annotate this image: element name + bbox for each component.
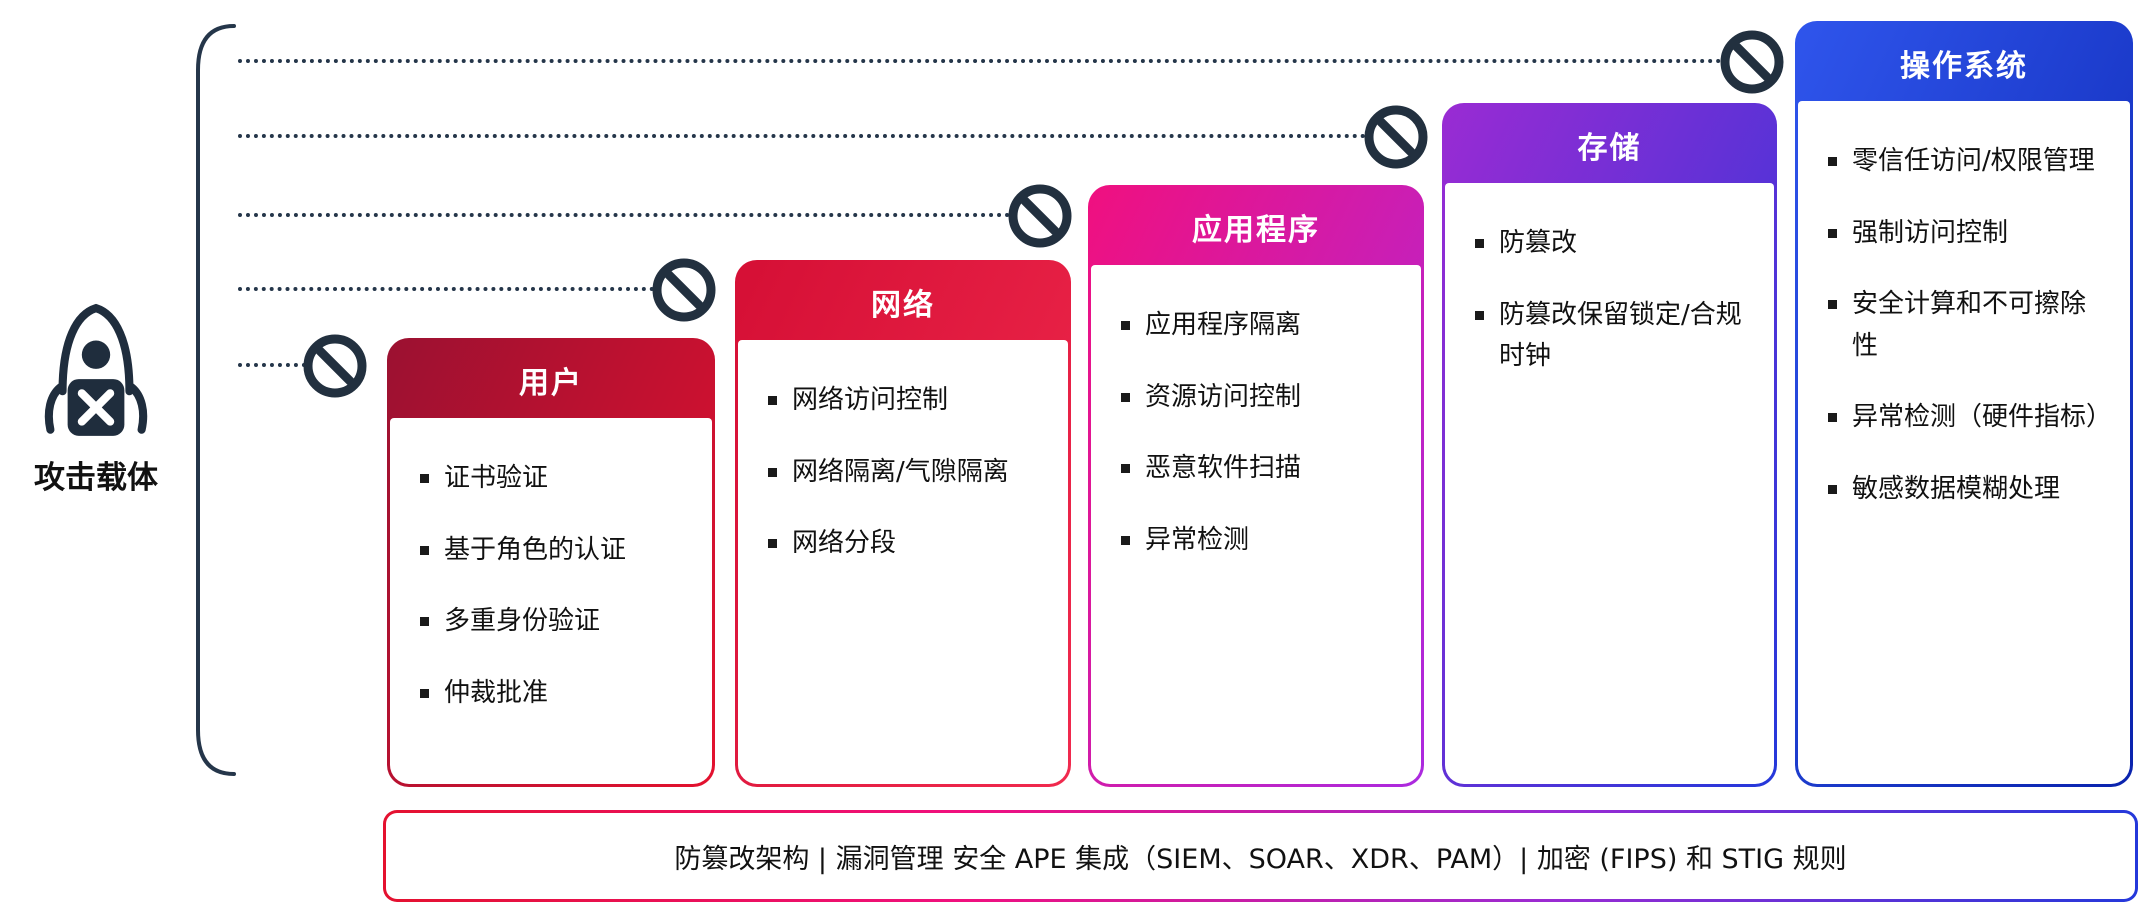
card-os-body: 零信任访问/权限管理 强制访问控制 安全计算和不可擦除性 异常检测（硬件指标） … [1798,101,2130,784]
list-item-text: 防篡改保留锁定/合规时钟 [1499,299,1742,372]
prohibition-icon [1719,29,1785,95]
list-item: 资源访问控制 [1121,377,1401,419]
attack-line-network [238,287,686,291]
list-item: 恶意软件扫描 [1121,448,1401,490]
bullet-icon [768,539,777,549]
card-application-title: 应用程序 [1192,212,1320,248]
prohibition-icon [1007,183,1073,249]
list-item-text: 零信任访问/权限管理 [1852,146,2095,176]
bullet-icon [1475,239,1484,248]
bullet-icon [768,467,777,477]
card-user-title: 用户 [519,365,583,401]
curly-brace [186,22,238,782]
list-item-text: 多重身份验证 [444,606,601,637]
bullet-icon [420,474,429,483]
list-item: 异常检测（硬件指标） [1828,397,2113,439]
card-storage-body: 防篡改 防篡改保留锁定/合规时钟 [1445,183,1774,784]
bullet-icon [1121,321,1130,330]
card-network-header: 网络 [738,263,1068,340]
list-item-text: 强制访问控制 [1852,217,2009,248]
card-network: 网络 网络访问控制 网络隔离/气隙隔离 网络分段 [735,260,1071,787]
list-item: 多重身份验证 [420,601,692,643]
bullet-icon [1828,484,1837,494]
list-item-text: 安全计算和不可擦除性 [1852,289,2087,361]
list-item-text: 证书验证 [444,463,549,493]
bottom-banner: 防篡改架构 | 漏洞管理 安全 APE 集成（SIEM、SOAR、XDR、PAM… [383,810,2138,902]
prohibition-icon [651,257,717,323]
list-item-text: 异常检测（硬件指标） [1852,402,2113,433]
card-user-body: 证书验证 基于角色的认证 多重身份验证 仲裁批准 [390,418,712,784]
bullet-icon [1828,228,1837,238]
list-item: 强制访问控制 [1828,213,2110,255]
card-os-header: 操作系统 [1798,24,2130,101]
list-item-text: 网络分段 [792,528,897,559]
list-item-text: 异常检测 [1145,524,1250,555]
list-item-text: 基于角色的认证 [444,534,627,565]
card-application-body: 应用程序隔离 资源访问控制 恶意软件扫描 异常检测 [1091,265,1421,784]
list-item: 仲裁批准 [420,673,692,715]
bullet-icon [420,688,429,698]
card-os-title: 操作系统 [1900,48,2028,84]
attack-line-storage [238,134,1398,138]
list-item-text: 防篡改 [1499,228,1578,258]
attack-line-application [238,213,1042,217]
list-item-text: 网络访问控制 [792,385,949,415]
bullet-icon [1828,413,1837,423]
list-item: 异常检测 [1121,520,1401,562]
bottom-banner-inner: 防篡改架构 | 漏洞管理 安全 APE 集成（SIEM、SOAR、XDR、PAM… [386,813,2135,899]
bullet-icon [1828,300,1837,310]
list-item-text: 仲裁批准 [444,677,549,708]
card-network-body: 网络访问控制 网络隔离/气隙隔离 网络分段 [738,340,1068,784]
list-item-text: 资源访问控制 [1145,381,1302,412]
bullet-icon [1121,464,1130,474]
list-item: 证书验证 [420,458,692,500]
bullet-icon [420,617,429,627]
card-network-title: 网络 [871,287,935,323]
card-application: 应用程序 应用程序隔离 资源访问控制 恶意软件扫描 异常检测 [1088,185,1424,787]
bottom-banner-text: 防篡改架构 | 漏洞管理 安全 APE 集成（SIEM、SOAR、XDR、PAM… [674,843,1847,875]
list-item: 敏感数据模糊处理 [1828,469,2110,511]
list-item: 防篡改 [1475,223,1754,265]
card-application-header: 应用程序 [1091,188,1421,265]
bullet-icon [1828,157,1837,166]
attack-vector-label: 攻击载体 [34,460,158,496]
list-item-text: 恶意软件扫描 [1145,453,1302,484]
attack-line-os [238,59,1754,63]
list-item: 网络隔离/气隙隔离 [768,452,1048,494]
bullet-icon [1121,535,1130,545]
list-item: 安全计算和不可擦除性 [1828,284,2110,367]
bullet-icon [1475,310,1484,320]
prohibition-icon [1363,104,1429,170]
list-item-text: 敏感数据模糊处理 [1852,473,2061,504]
bullet-icon [420,545,429,555]
card-storage: 存储 防篡改 防篡改保留锁定/合规时钟 [1442,103,1777,787]
attacker-icon [20,298,172,450]
card-storage-header: 存储 [1445,106,1774,183]
prohibition-icon [302,333,368,399]
bullet-icon [1121,392,1130,402]
list-item-text: 网络隔离/气隙隔离 [792,456,1009,487]
card-storage-title: 存储 [1577,130,1642,166]
list-item: 基于角色的认证 [420,530,692,572]
list-item: 防篡改保留锁定/合规时钟 [1475,295,1754,378]
attack-line-user [238,363,338,367]
list-item: 应用程序隔离 [1121,305,1401,347]
bullet-icon [768,396,777,405]
card-user-header: 用户 [390,341,712,418]
list-item: 网络访问控制 [768,380,1048,422]
list-item-text: 应用程序隔离 [1145,310,1302,340]
list-item: 网络分段 [768,523,1048,565]
card-user: 用户 证书验证 基于角色的认证 多重身份验证 仲裁批准 [387,338,715,787]
card-os: 操作系统 零信任访问/权限管理 强制访问控制 安全计算和不可擦除性 异常检测（硬… [1795,21,2133,787]
list-item: 零信任访问/权限管理 [1828,141,2110,183]
